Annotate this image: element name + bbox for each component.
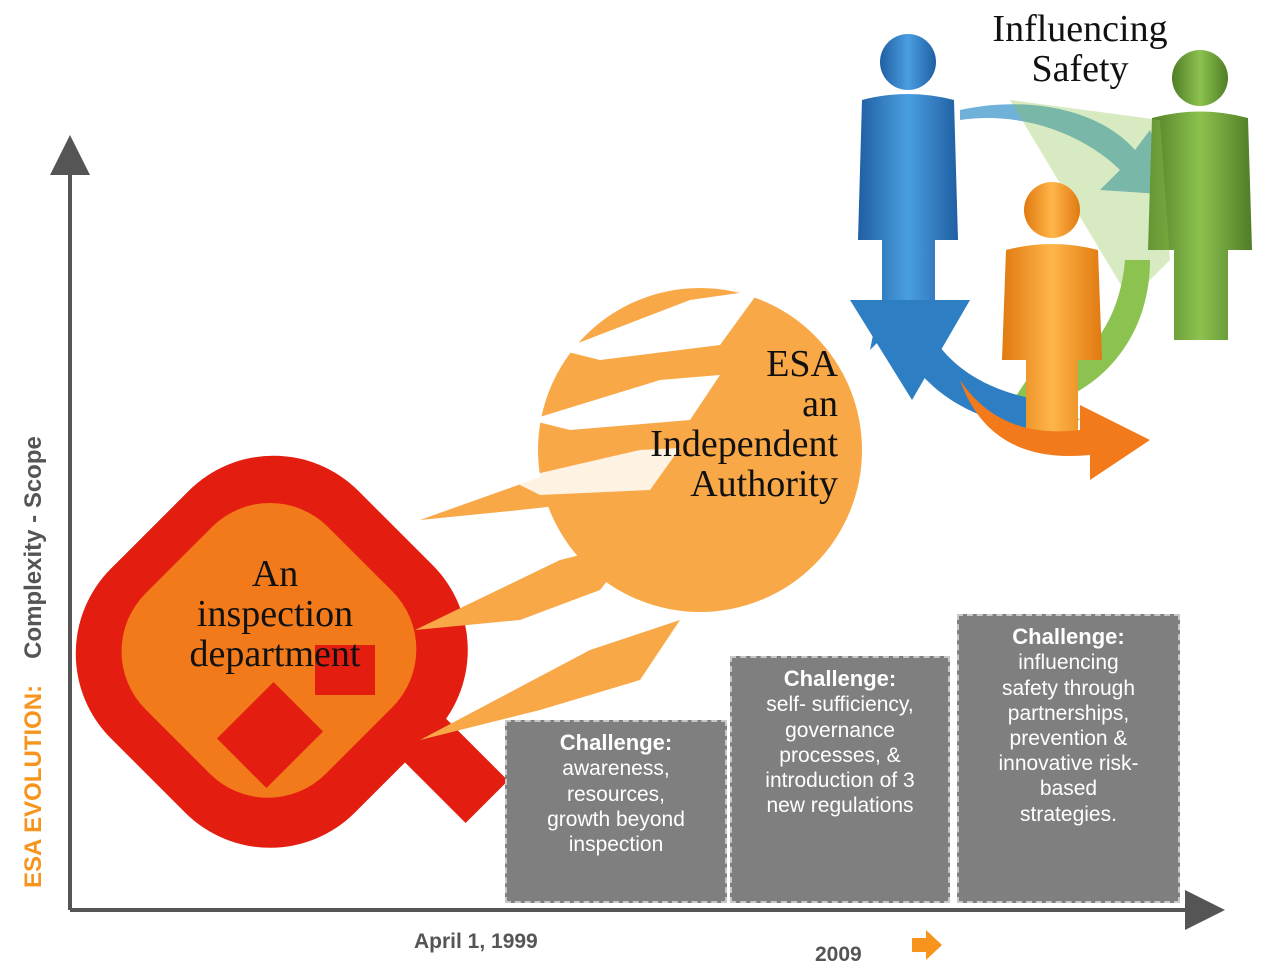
challenge-heading: Challenge: [1012, 624, 1125, 649]
challenge-heading: Challenge: [783, 666, 897, 691]
stage-label-line: Safety [1031, 47, 1129, 90]
challenge-line: introduction of 3 [765, 768, 915, 792]
challenge-line: processes, & [779, 743, 901, 767]
y-axis-label-main: Complexity - Scope [20, 436, 47, 659]
inspection-department-icon [75, 455, 509, 848]
challenge-line: innovative risk- [998, 752, 1139, 776]
forward-arrow-icon [912, 930, 942, 960]
stage-label-line: ESA [766, 343, 838, 385]
stage-label-line: An [251, 553, 299, 595]
y-axis-label: ESA EVOLUTION: Complexity - Scope [20, 436, 48, 888]
challenge-box-3: Challenge: influencing safety through pa… [957, 614, 1180, 903]
challenge-line: partnerships, [1007, 701, 1130, 725]
stage-label-line: Independent [650, 422, 838, 465]
challenge-line: strategies. [1020, 802, 1117, 826]
challenge-box-1: Challenge: awareness, resources, growth … [505, 720, 727, 903]
stage-label-line: Authority [690, 462, 838, 505]
challenge-line: self- sufficiency, [766, 693, 914, 717]
challenge-line: growth beyond [547, 807, 685, 831]
challenge-line: influencing [1018, 651, 1119, 675]
challenge-line: awareness, [562, 757, 670, 781]
stage-influencing-label: Influencing Safety [955, 8, 1205, 90]
influencing-safety-people-icon [850, 34, 1252, 480]
challenge-line: prevention & [1009, 726, 1128, 750]
challenge-line: inspection [568, 832, 664, 856]
stage-label-line: an [802, 382, 838, 425]
x-axis-end-label: 2009 [815, 943, 862, 966]
challenge-line: resources, [566, 782, 666, 806]
stage-esa-label: ESA an Independent Authority [560, 343, 838, 505]
y-axis-label-prefix: ESA EVOLUTION: [20, 684, 47, 888]
challenge-line: based [1039, 777, 1098, 801]
axes [50, 135, 1225, 930]
challenge-heading: Challenge: [559, 730, 673, 755]
stage-label-line: department [189, 632, 361, 675]
stage-label-line: inspection [196, 592, 354, 635]
challenge-box-2: Challenge: self- sufficiency, governance… [730, 656, 950, 903]
challenge-line: governance [785, 718, 895, 742]
challenge-line: new regulations [766, 794, 914, 818]
esa-logo-icon [415, 288, 862, 740]
x-axis-start-label: April 1, 1999 [414, 930, 538, 953]
challenge-line: safety through [1001, 676, 1136, 700]
stage-inspection-label: An inspection department [160, 553, 390, 675]
stage-label-line: Influencing [992, 8, 1168, 50]
